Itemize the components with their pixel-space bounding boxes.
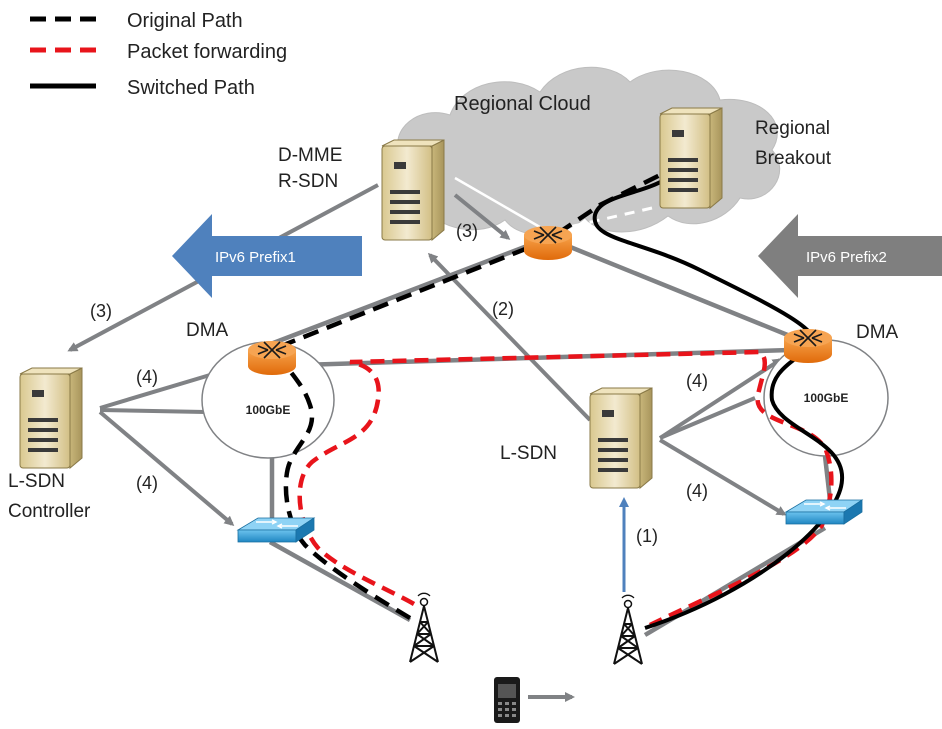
ring-right-label: 100GbE	[804, 391, 849, 405]
dma-right-router-icon	[783, 328, 833, 364]
step-1: (1)	[636, 526, 658, 546]
link-cloudrouter-dma-left	[267, 235, 549, 348]
ring-left-label: 100GbE	[246, 403, 291, 417]
arrow-3-dmme-to-router	[453, 193, 511, 240]
step-3-left: (3)	[90, 301, 112, 321]
step-4-lsdn-dma: (4)	[686, 371, 708, 391]
cloud-label: Regional Cloud	[454, 93, 591, 115]
dmme-server-icon	[381, 139, 445, 241]
prefix2-label: IPv6 Prefix2	[806, 249, 887, 266]
breakout-label-line2: Breakout	[755, 148, 832, 169]
tower-right-icon	[613, 594, 643, 665]
arrow-4-controller-to-dma	[99, 369, 223, 410]
arrow-4-lsdn-to-switch	[658, 438, 787, 516]
controller-label-line2: Controller	[8, 501, 91, 522]
legend: Original Path Packet forwarding Switched…	[30, 10, 287, 99]
line-4-controller-to-ring	[99, 408, 206, 414]
step-3-cloud: (3)	[456, 221, 478, 241]
dma-left-router-icon	[247, 340, 297, 376]
controller-server-icon	[19, 367, 83, 469]
legend-packet-forwarding-label: Packet forwarding	[127, 41, 287, 63]
legend-switched-path-label: Switched Path	[127, 77, 255, 99]
link-ring-right-switch	[822, 455, 833, 501]
switch-right-icon	[785, 499, 863, 525]
breakout-server-icon	[659, 107, 723, 209]
prefix1-arrow: IPv6 Prefix1	[172, 214, 362, 298]
dmme-label-line1: D-MME	[278, 145, 342, 166]
link-dmme-cloudrouter-white	[454, 176, 546, 232]
breakout-label-line1: Regional	[755, 118, 830, 139]
link-cloudrouter-dma-right	[547, 235, 801, 343]
arrow-4-lsdn-to-dma	[658, 358, 783, 440]
dma-right-label: DMA	[856, 322, 899, 343]
arrow-2-lsdn-to-dmme	[427, 252, 592, 422]
link-switch-left-tower	[268, 540, 412, 622]
cloud-router-icon	[523, 225, 573, 261]
lsdn-label: L-SDN	[500, 443, 557, 464]
mobile-phone-icon	[494, 677, 520, 723]
lsdn-server-icon	[589, 387, 653, 489]
arrow-4-controller-to-switch	[98, 410, 235, 526]
link-breakout-dashed	[564, 206, 653, 230]
original-path	[273, 172, 662, 620]
line-4-lsdn-to-ring	[659, 396, 756, 440]
step-4-lsdn-switch: (4)	[686, 481, 708, 501]
legend-original-path-label: Original Path	[127, 10, 243, 32]
original-path-line	[273, 172, 662, 620]
prefix2-arrow: IPv6 Prefix2	[758, 214, 942, 298]
step-4-controller-dma: (4)	[136, 367, 158, 387]
dmme-label-line2: R-SDN	[278, 171, 338, 192]
step-4-controller-switch: (4)	[136, 473, 158, 493]
dma-left-label: DMA	[186, 320, 229, 341]
prefix1-label: IPv6 Prefix1	[215, 249, 296, 266]
step-2: (2)	[492, 299, 514, 319]
controller-label-line1: L-SDN	[8, 471, 65, 492]
